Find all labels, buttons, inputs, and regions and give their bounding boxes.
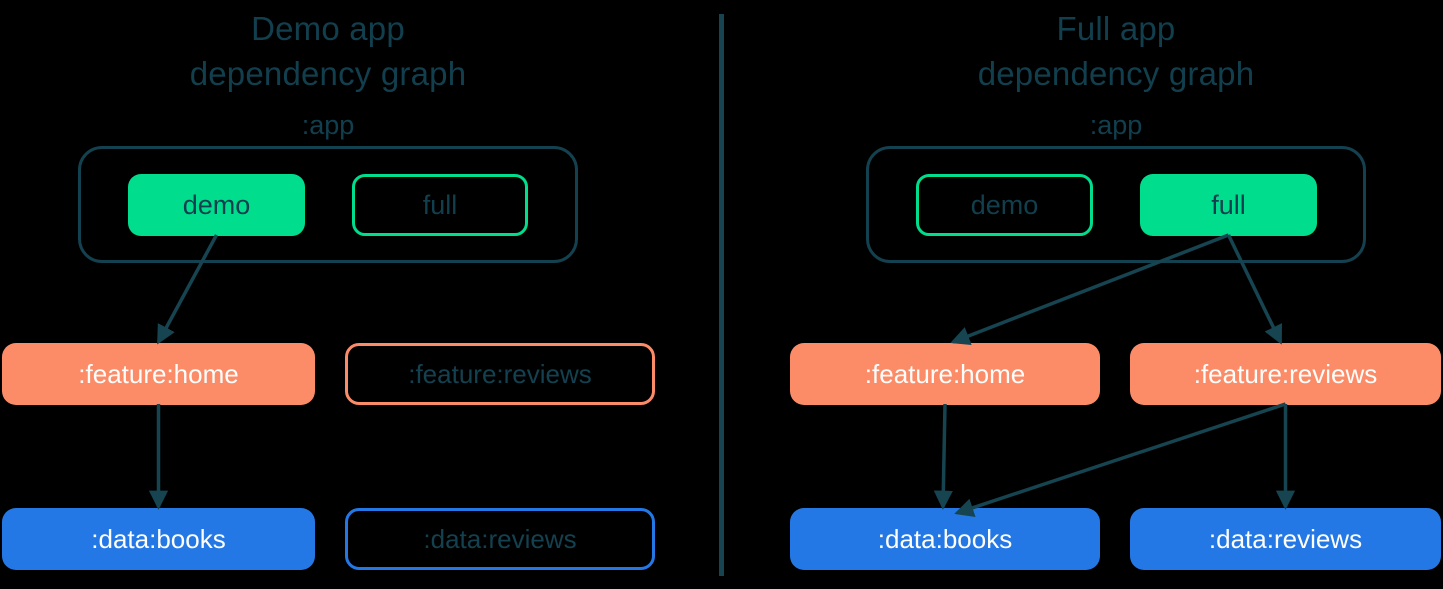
demo-panel-full-variant-chip: full [352, 174, 528, 236]
full-panel-full-variant-chip: full [1140, 174, 1317, 236]
demo-panel-feature-reviews-node: :feature:reviews [345, 343, 655, 405]
demo-panel-title-line1: Demo app [251, 10, 405, 47]
demo-app-label: :app [301, 110, 355, 140]
demo-panel-title: Demo app dependency graph [78, 6, 578, 96]
full-panel-feature-reviews-node: :feature:reviews [1130, 343, 1441, 405]
full-panel-demo-variant-chip: demo [916, 174, 1093, 236]
demo-app-container [78, 146, 578, 263]
dependency-edge [954, 402, 1287, 517]
full-panel-title-line2: dependency graph [977, 55, 1255, 92]
full-panel-data-books-node: :data:books [790, 508, 1100, 570]
full-panel-data-reviews-node: :data:reviews [1130, 508, 1441, 570]
full-panel-title: Full app dependency graph [866, 6, 1366, 96]
full-app-label: :app [1089, 110, 1143, 140]
demo-panel-title-line2: dependency graph [189, 55, 467, 92]
demo-panel-data-reviews-node: :data:reviews [345, 508, 655, 570]
demo-panel-demo-variant-chip: demo [128, 174, 305, 236]
demo-panel-feature-home-node: :feature:home [2, 343, 315, 405]
panel-divider [719, 14, 724, 576]
full-panel-feature-home-node: :feature:home [790, 343, 1100, 405]
demo-panel-data-books-node: :data:books [2, 508, 315, 570]
full-panel-title-line1: Full app [1056, 10, 1176, 47]
dependency-edge [933, 403, 953, 510]
